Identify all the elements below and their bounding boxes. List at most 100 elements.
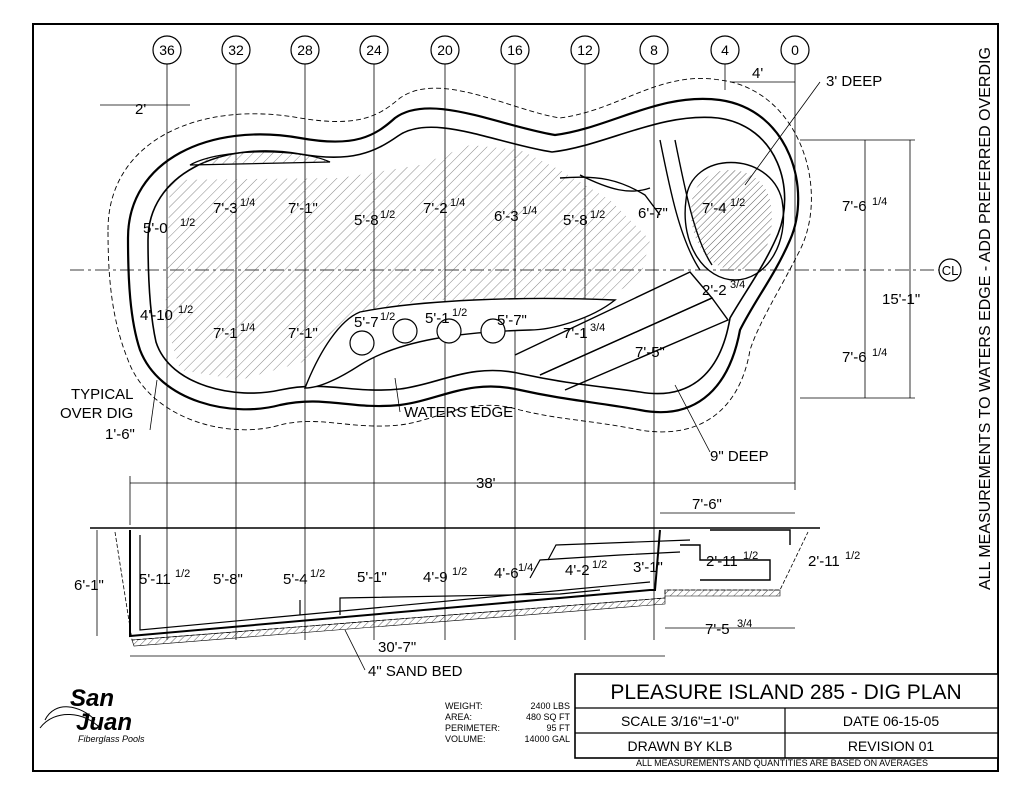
svg-text:7'-6: 7'-6	[842, 349, 867, 366]
tanning-ledge	[691, 170, 772, 270]
svg-text:5'-4: 5'-4	[283, 571, 308, 588]
svg-text:2'-11: 2'-11	[808, 553, 840, 570]
waters-edge-outline	[147, 116, 786, 395]
dim-4: 7'-1"	[288, 200, 318, 217]
svg-text:1/2: 1/2	[743, 550, 758, 562]
station-0: 0	[780, 35, 810, 65]
svg-text:7'-6: 7'-6	[842, 198, 867, 215]
jet-1	[349, 330, 375, 356]
svg-text:24: 24	[366, 42, 382, 58]
svg-text:7'-2: 7'-2	[423, 200, 448, 217]
plan-annotations: 2' 4' 3' DEEP 9" DEEP WATERS EDGE TYPICA…	[60, 65, 882, 465]
dim-1: 4'-10 1/2	[140, 304, 193, 324]
depth-0: 5'-11 1/2	[139, 568, 190, 588]
specs-block: WEIGHT: 2400 LBS AREA: 480 SQ FT PERIMET…	[445, 701, 571, 744]
svg-text:7'-1": 7'-1"	[288, 200, 318, 217]
svg-text:5'-7": 5'-7"	[497, 312, 527, 329]
svg-text:4'-10: 4'-10	[140, 307, 173, 324]
station-36: 36	[152, 35, 182, 65]
svg-text:7'-6": 7'-6"	[692, 496, 722, 513]
svg-text:4'-6: 4'-6	[494, 565, 519, 582]
title: PLEASURE ISLAND 285 - DIG PLAN	[610, 681, 961, 704]
station-24: 24	[359, 35, 389, 65]
svg-text:VOLUME:: VOLUME:	[445, 734, 486, 744]
svg-text:5'-1: 5'-1	[425, 310, 450, 327]
svg-text:2'-11: 2'-11	[706, 553, 738, 570]
svg-text:5'-11: 5'-11	[139, 571, 171, 588]
svg-text:Fiberglass Pools: Fiberglass Pools	[78, 734, 145, 744]
svg-text:36: 36	[159, 42, 175, 58]
svg-text:3'-1": 3'-1"	[633, 559, 663, 576]
svg-text:32: 32	[228, 42, 244, 58]
svg-text:20: 20	[437, 42, 453, 58]
station-28: 28	[290, 35, 320, 65]
station-4: 4	[710, 35, 740, 65]
station-12: 12	[570, 35, 600, 65]
section-length-dim: 38' 7'-6"	[129, 475, 795, 525]
section-profile	[90, 527, 820, 647]
width-dimensions: 7'-6 1/4 7'-6 1/4 15'-1"	[800, 139, 920, 399]
depth-1: 5'-8"	[213, 571, 243, 588]
svg-text:1/2: 1/2	[380, 209, 395, 221]
svg-text:38': 38'	[476, 475, 496, 492]
three-deep-label: 3' DEEP	[826, 73, 882, 90]
depth-3: 5'-1"	[357, 569, 387, 586]
svg-text:1/2: 1/2	[178, 304, 193, 316]
svg-text:14000 GAL: 14000 GAL	[524, 734, 570, 744]
tanning-ledge-outline	[684, 161, 785, 281]
svg-text:480 SQ FT: 480 SQ FT	[526, 712, 571, 722]
depth-8: 2'-11 1/2	[706, 550, 758, 570]
svg-text:1/2: 1/2	[452, 566, 467, 578]
svg-text:1/2: 1/2	[310, 568, 325, 580]
svg-text:5'-8: 5'-8	[354, 212, 379, 229]
station-20: 20	[430, 35, 460, 65]
station-8: 8	[639, 35, 669, 65]
two-ft-label: 2'	[135, 101, 146, 118]
station-markers: 36 32 28 24 20 16 12 8 4 0	[152, 35, 810, 65]
svg-text:7'-1": 7'-1"	[288, 325, 318, 342]
dim-17: 7'-5"	[635, 344, 665, 361]
svg-text:1/2: 1/2	[380, 311, 395, 323]
svg-text:1/4: 1/4	[522, 205, 537, 217]
title-block: PLEASURE ISLAND 285 - DIG PLAN SCALE 3/1…	[574, 673, 999, 768]
svg-text:5'-8: 5'-8	[563, 212, 588, 229]
over-dig-label: OVER DIG	[60, 405, 133, 422]
overdig-outline	[107, 78, 812, 433]
svg-text:4'-2: 4'-2	[565, 562, 590, 579]
svg-text:3/4: 3/4	[737, 618, 752, 630]
four-ft-label: 4'	[752, 65, 763, 82]
svg-text:3/4: 3/4	[730, 279, 745, 291]
svg-text:3/4: 3/4	[590, 322, 605, 334]
svg-text:1/2: 1/2	[175, 568, 190, 580]
section-annotations: 6'-1" 30'-7" 7'-5 3/4 4" SAND BED	[74, 530, 795, 680]
waters-edge-label: WATERS EDGE	[404, 404, 513, 421]
bench-seat	[303, 297, 617, 389]
svg-text:5'-0: 5'-0	[143, 220, 168, 237]
svg-text:1/4: 1/4	[240, 322, 255, 334]
svg-text:1/4: 1/4	[872, 196, 887, 208]
svg-text:AREA:: AREA:	[445, 712, 472, 722]
sand-bed-label: 4" SAND BED	[368, 663, 463, 680]
sand-bed	[131, 597, 666, 647]
svg-text:2400 LBS: 2400 LBS	[530, 701, 570, 711]
svg-text:1/2: 1/2	[180, 217, 195, 229]
svg-text:6'-7": 6'-7"	[638, 205, 668, 222]
svg-text:1/4: 1/4	[450, 197, 465, 209]
svg-text:4: 4	[721, 42, 729, 58]
svg-text:16: 16	[507, 42, 523, 58]
svg-text:6'-3: 6'-3	[494, 208, 519, 225]
station-16: 16	[500, 35, 530, 65]
